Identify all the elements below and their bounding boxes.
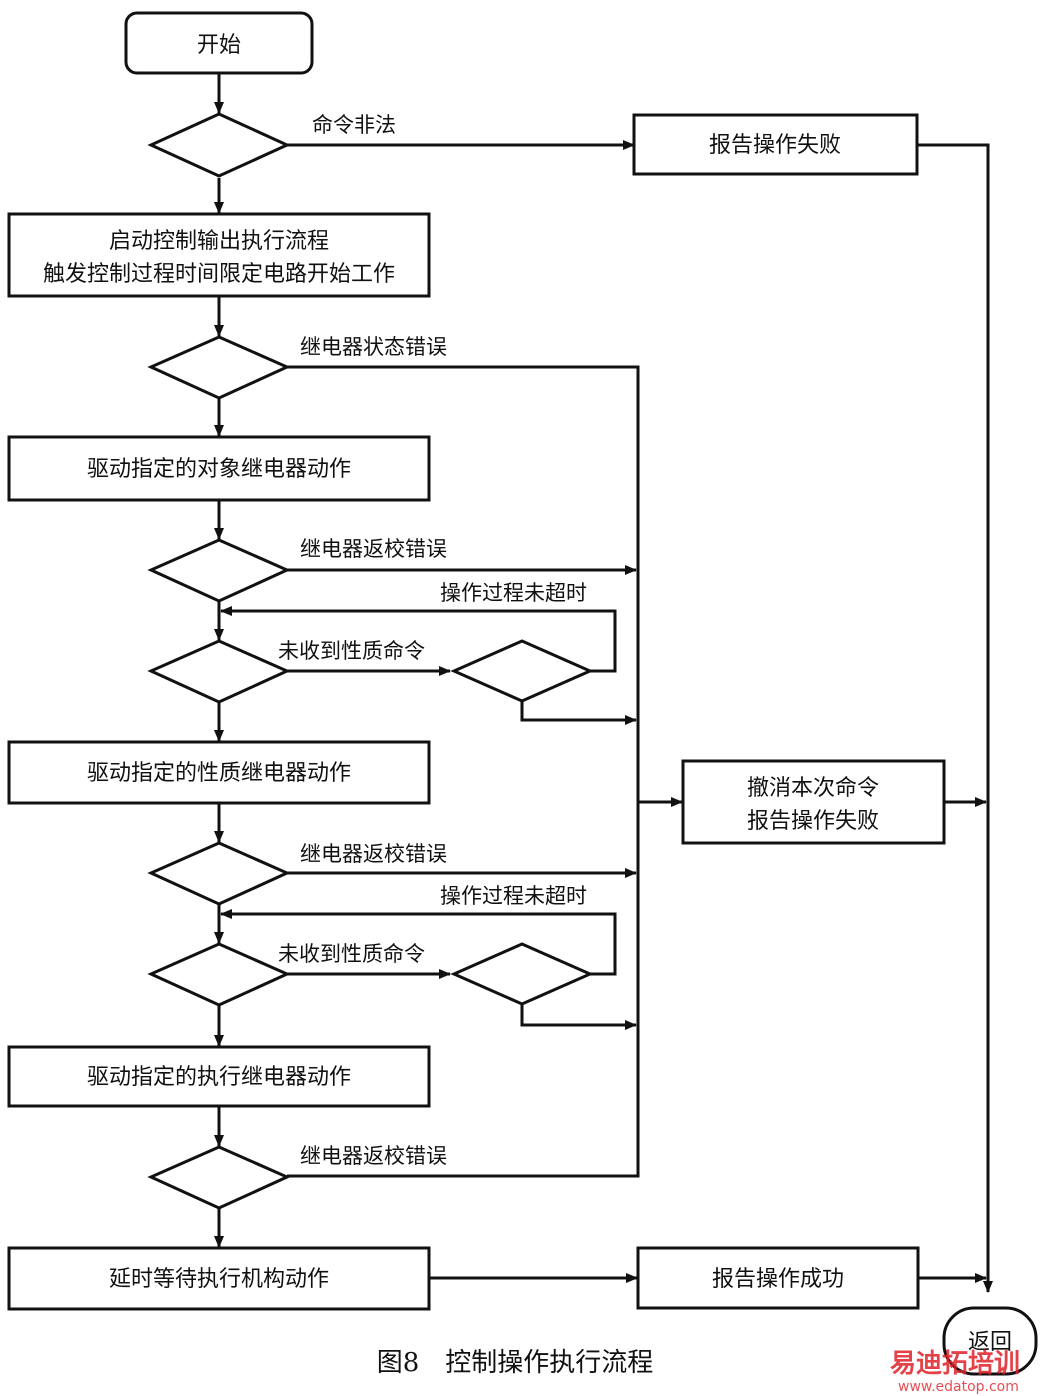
label-timeout-2: 操作过程未超时 — [440, 884, 587, 908]
nodes: 开始 报告操作失败 启动控制输出执行流程 触发控制过程时间限定电路开始工作 驱动… — [7, 11, 1038, 1376]
report-fail-label: 报告操作失败 — [709, 133, 841, 158]
drive-object-box — [7, 435, 431, 502]
watermark-url: www.edatop.com — [898, 1379, 1019, 1395]
start-output-box — [7, 212, 431, 298]
label-relay-check-error-1: 继电器返校错误 — [300, 537, 447, 561]
branch-labels: 命令非法 继电器状态错误 继电器返校错误 操作过程未超时 未收到性质命令 继电器… — [278, 113, 587, 1168]
decision-timeout-1 — [450, 639, 594, 703]
label-no-nature-cmd-1: 未收到性质命令 — [278, 639, 425, 663]
decision-relay-state — [147, 335, 291, 400]
return-node — [942, 1306, 1038, 1376]
drive-exec-box — [7, 1045, 431, 1108]
label-relay-check-error-3: 继电器返校错误 — [300, 1144, 447, 1168]
arrow-d5-loop-back — [220, 606, 617, 673]
drive-exec-label: 驱动指定的执行继电器动作 — [87, 1065, 351, 1090]
cancel-line2: 报告操作失败 — [747, 809, 879, 834]
decision-object-check — [147, 538, 291, 603]
drive-nature-box — [7, 740, 431, 805]
arrow-d8-loop-back — [220, 909, 617, 976]
error-collector-line — [287, 365, 640, 1178]
delay-label: 延时等待执行机构动作 — [109, 1267, 329, 1292]
label-relay-state-error: 继电器状态错误 — [300, 335, 447, 359]
cancel-box — [681, 759, 946, 845]
arrow-d8-timeout-to-collector — [520, 1004, 637, 1030]
decision-exec-check — [147, 1145, 291, 1210]
report-fail-box — [632, 113, 919, 176]
label-no-nature-cmd-2: 未收到性质命令 — [278, 942, 425, 966]
start-output-line1: 启动控制输出执行流程 — [109, 229, 329, 254]
return-label: 返回 — [968, 1330, 1012, 1355]
watermark-brand: 易迪拓培训 — [890, 1349, 1020, 1379]
decision-timeout-2 — [450, 942, 594, 1006]
start-node — [124, 11, 314, 75]
decision-nature-cmd-1 — [147, 639, 291, 704]
label-timeout-1: 操作过程未超时 — [440, 581, 587, 605]
decision-nature-check — [147, 841, 291, 906]
figure-caption: 图8 控制操作执行流程 — [377, 1348, 654, 1378]
label-cmd-illegal: 命令非法 — [312, 113, 396, 137]
decision-nature-cmd-2 — [147, 942, 291, 1007]
report-success-label: 报告操作成功 — [712, 1267, 844, 1292]
drive-object-label: 驱动指定的对象继电器动作 — [87, 457, 351, 482]
start-label: 开始 — [197, 33, 241, 58]
label-relay-check-error-2: 继电器返校错误 — [300, 842, 447, 866]
connectors — [214, 74, 993, 1293]
report-success-box — [636, 1246, 920, 1310]
watermark: 易迪拓培训 www.edatop.com — [890, 1349, 1020, 1395]
arrow-d5-timeout-to-collector — [520, 701, 637, 725]
arrow-report-fail-to-return — [917, 143, 993, 1293]
delay-box — [7, 1246, 431, 1311]
cancel-line1: 撤消本次命令 — [747, 776, 879, 801]
decision-command-check — [147, 112, 291, 178]
drive-nature-label: 驱动指定的性质继电器动作 — [87, 761, 351, 786]
start-output-line2: 触发控制过程时间限定电路开始工作 — [43, 262, 395, 287]
